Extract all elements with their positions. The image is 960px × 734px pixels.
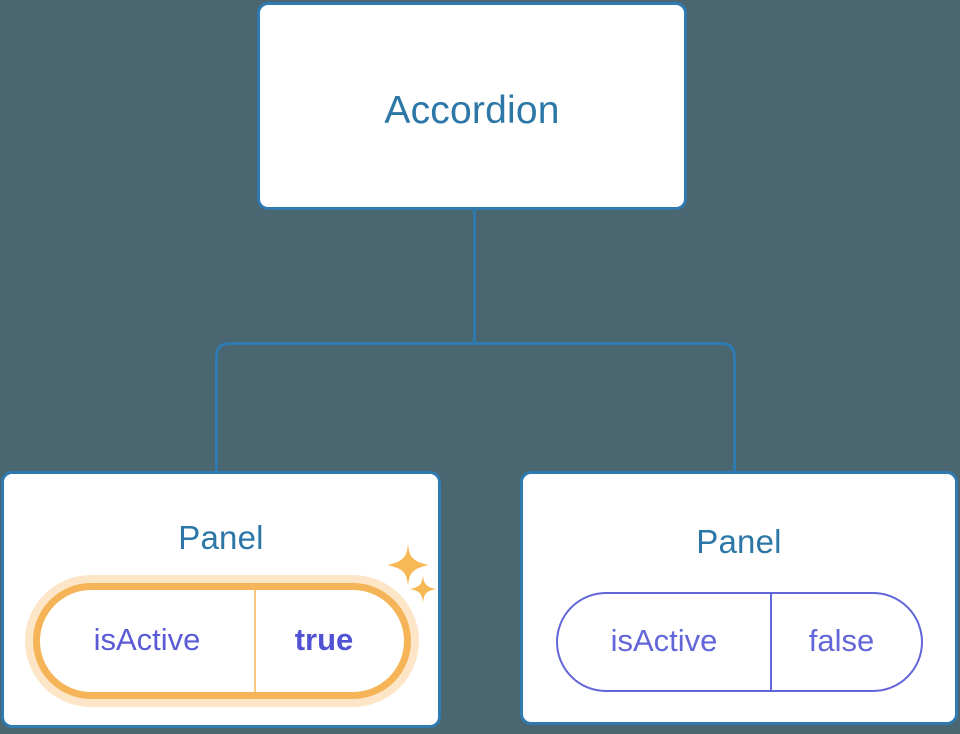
node-accordion[interactable]: Accordion (257, 2, 687, 210)
prop-pill-isactive-false[interactable]: isActive false (556, 592, 923, 692)
prop-value: false (808, 623, 875, 658)
node-accordion-title: Accordion (384, 89, 560, 132)
prop-key: isActive (558, 594, 772, 690)
connector-branch-bar (215, 342, 736, 471)
node-panel-inactive-title: Panel (696, 523, 782, 560)
node-panel-active-title: Panel (178, 519, 264, 556)
prop-pill-isactive-true[interactable]: isActive true (33, 583, 411, 699)
prop-value: true (294, 622, 354, 657)
prop-key: isActive (40, 590, 256, 692)
